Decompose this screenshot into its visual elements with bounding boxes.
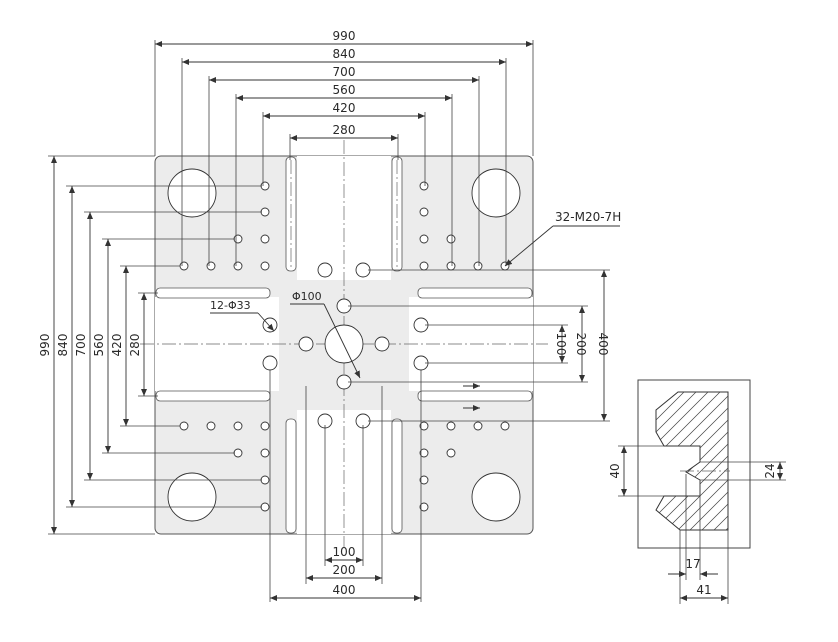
dim-bottom-100: 100 bbox=[333, 545, 356, 559]
tie-bar-hole-bottom-right bbox=[471, 472, 521, 522]
detail-dim-41: 41 bbox=[696, 583, 711, 597]
tapped-holes bbox=[179, 181, 510, 512]
dim-left-560: 560 bbox=[92, 334, 106, 357]
tie-bar-hole-bottom-left bbox=[167, 472, 217, 522]
dim-top-560: 560 bbox=[333, 83, 356, 97]
tapped-hole bbox=[233, 448, 243, 458]
ejector-hole bbox=[355, 262, 371, 278]
tapped-hole bbox=[419, 502, 429, 512]
tapped-hole bbox=[446, 261, 456, 271]
tapped-hole bbox=[260, 421, 270, 431]
thread-callout-label: 32-M20-7H bbox=[555, 210, 621, 224]
slot-detail-view: 40 24 17 41 bbox=[608, 379, 786, 604]
tapped-hole bbox=[233, 234, 243, 244]
slot-bottom-right bbox=[391, 418, 403, 534]
slot-arrow-marks bbox=[463, 383, 480, 411]
dim-right-100: 100 bbox=[554, 333, 568, 356]
t-slots bbox=[155, 156, 533, 534]
tapped-hole bbox=[260, 207, 270, 217]
tapped-hole bbox=[233, 421, 243, 431]
tapped-hole bbox=[260, 181, 270, 191]
bottom-dimensions: 100 200 400 bbox=[269, 370, 422, 602]
slot-left-top bbox=[155, 287, 271, 299]
tie-bar-holes bbox=[167, 168, 521, 522]
dim-top-840: 840 bbox=[333, 47, 356, 61]
slot-left-bottom bbox=[155, 390, 271, 402]
thread-callout: 32-M20-7H bbox=[504, 210, 621, 267]
dim-top-280: 280 bbox=[333, 123, 356, 137]
detail-dim-17: 17 bbox=[685, 557, 700, 571]
tapped-hole bbox=[260, 261, 270, 271]
tapped-hole bbox=[500, 421, 510, 431]
right-dimensions: 100 200 400 bbox=[348, 269, 610, 422]
tapped-hole bbox=[233, 261, 243, 271]
center-bore bbox=[324, 324, 364, 364]
left-dimensions: 990 840 700 560 420 280 bbox=[38, 155, 262, 535]
ejector-hole bbox=[298, 336, 314, 352]
detail-dim-40: 40 bbox=[608, 463, 622, 478]
tapped-hole bbox=[419, 448, 429, 458]
tapped-hole bbox=[473, 421, 483, 431]
dim-right-400: 400 bbox=[596, 333, 610, 356]
tapped-hole bbox=[206, 261, 216, 271]
bore-callout-label: Φ100 bbox=[292, 290, 322, 303]
dim-left-420: 420 bbox=[110, 334, 124, 357]
hole-callout-label: 12-Φ33 bbox=[210, 299, 251, 312]
top-dimensions: 990 840 700 560 420 280 bbox=[154, 29, 534, 266]
tapped-hole bbox=[419, 234, 429, 244]
dim-bottom-400: 400 bbox=[333, 583, 356, 597]
detail-dim-24: 24 bbox=[763, 463, 777, 478]
tapped-hole bbox=[419, 261, 429, 271]
slot-right-bottom bbox=[417, 390, 533, 402]
tapped-hole bbox=[446, 234, 456, 244]
bore-callout: Φ100 bbox=[290, 290, 361, 379]
tapped-hole bbox=[446, 421, 456, 431]
ejector-hole bbox=[317, 262, 333, 278]
dim-left-700: 700 bbox=[74, 334, 88, 357]
tapped-hole bbox=[260, 234, 270, 244]
tie-bar-hole-top-right bbox=[471, 168, 521, 218]
dim-left-840: 840 bbox=[56, 334, 70, 357]
tapped-hole bbox=[260, 448, 270, 458]
dim-right-200: 200 bbox=[574, 333, 588, 356]
ejector-hole bbox=[262, 317, 278, 333]
tapped-hole bbox=[260, 475, 270, 485]
dim-top-990: 990 bbox=[333, 29, 356, 43]
tapped-hole bbox=[206, 421, 216, 431]
tapped-hole bbox=[419, 207, 429, 217]
tie-bar-hole-top-left bbox=[167, 168, 217, 218]
dim-left-280: 280 bbox=[128, 334, 142, 357]
slot-bottom-left bbox=[285, 418, 297, 534]
tapped-hole bbox=[419, 421, 429, 431]
tapped-hole bbox=[419, 475, 429, 485]
hole-callout: 12-Φ33 bbox=[210, 299, 275, 332]
tapped-hole bbox=[446, 448, 456, 458]
tapped-hole bbox=[260, 502, 270, 512]
ejector-hole bbox=[262, 355, 278, 371]
dim-top-700: 700 bbox=[333, 65, 356, 79]
tapped-hole bbox=[473, 261, 483, 271]
slot-right-top bbox=[417, 287, 533, 299]
tapped-hole bbox=[419, 181, 429, 191]
tapped-hole bbox=[179, 261, 189, 271]
dim-top-420: 420 bbox=[333, 101, 356, 115]
ejector-hole bbox=[374, 336, 390, 352]
dim-left-990: 990 bbox=[38, 334, 52, 357]
tapped-hole bbox=[179, 421, 189, 431]
dim-bottom-200: 200 bbox=[333, 563, 356, 577]
